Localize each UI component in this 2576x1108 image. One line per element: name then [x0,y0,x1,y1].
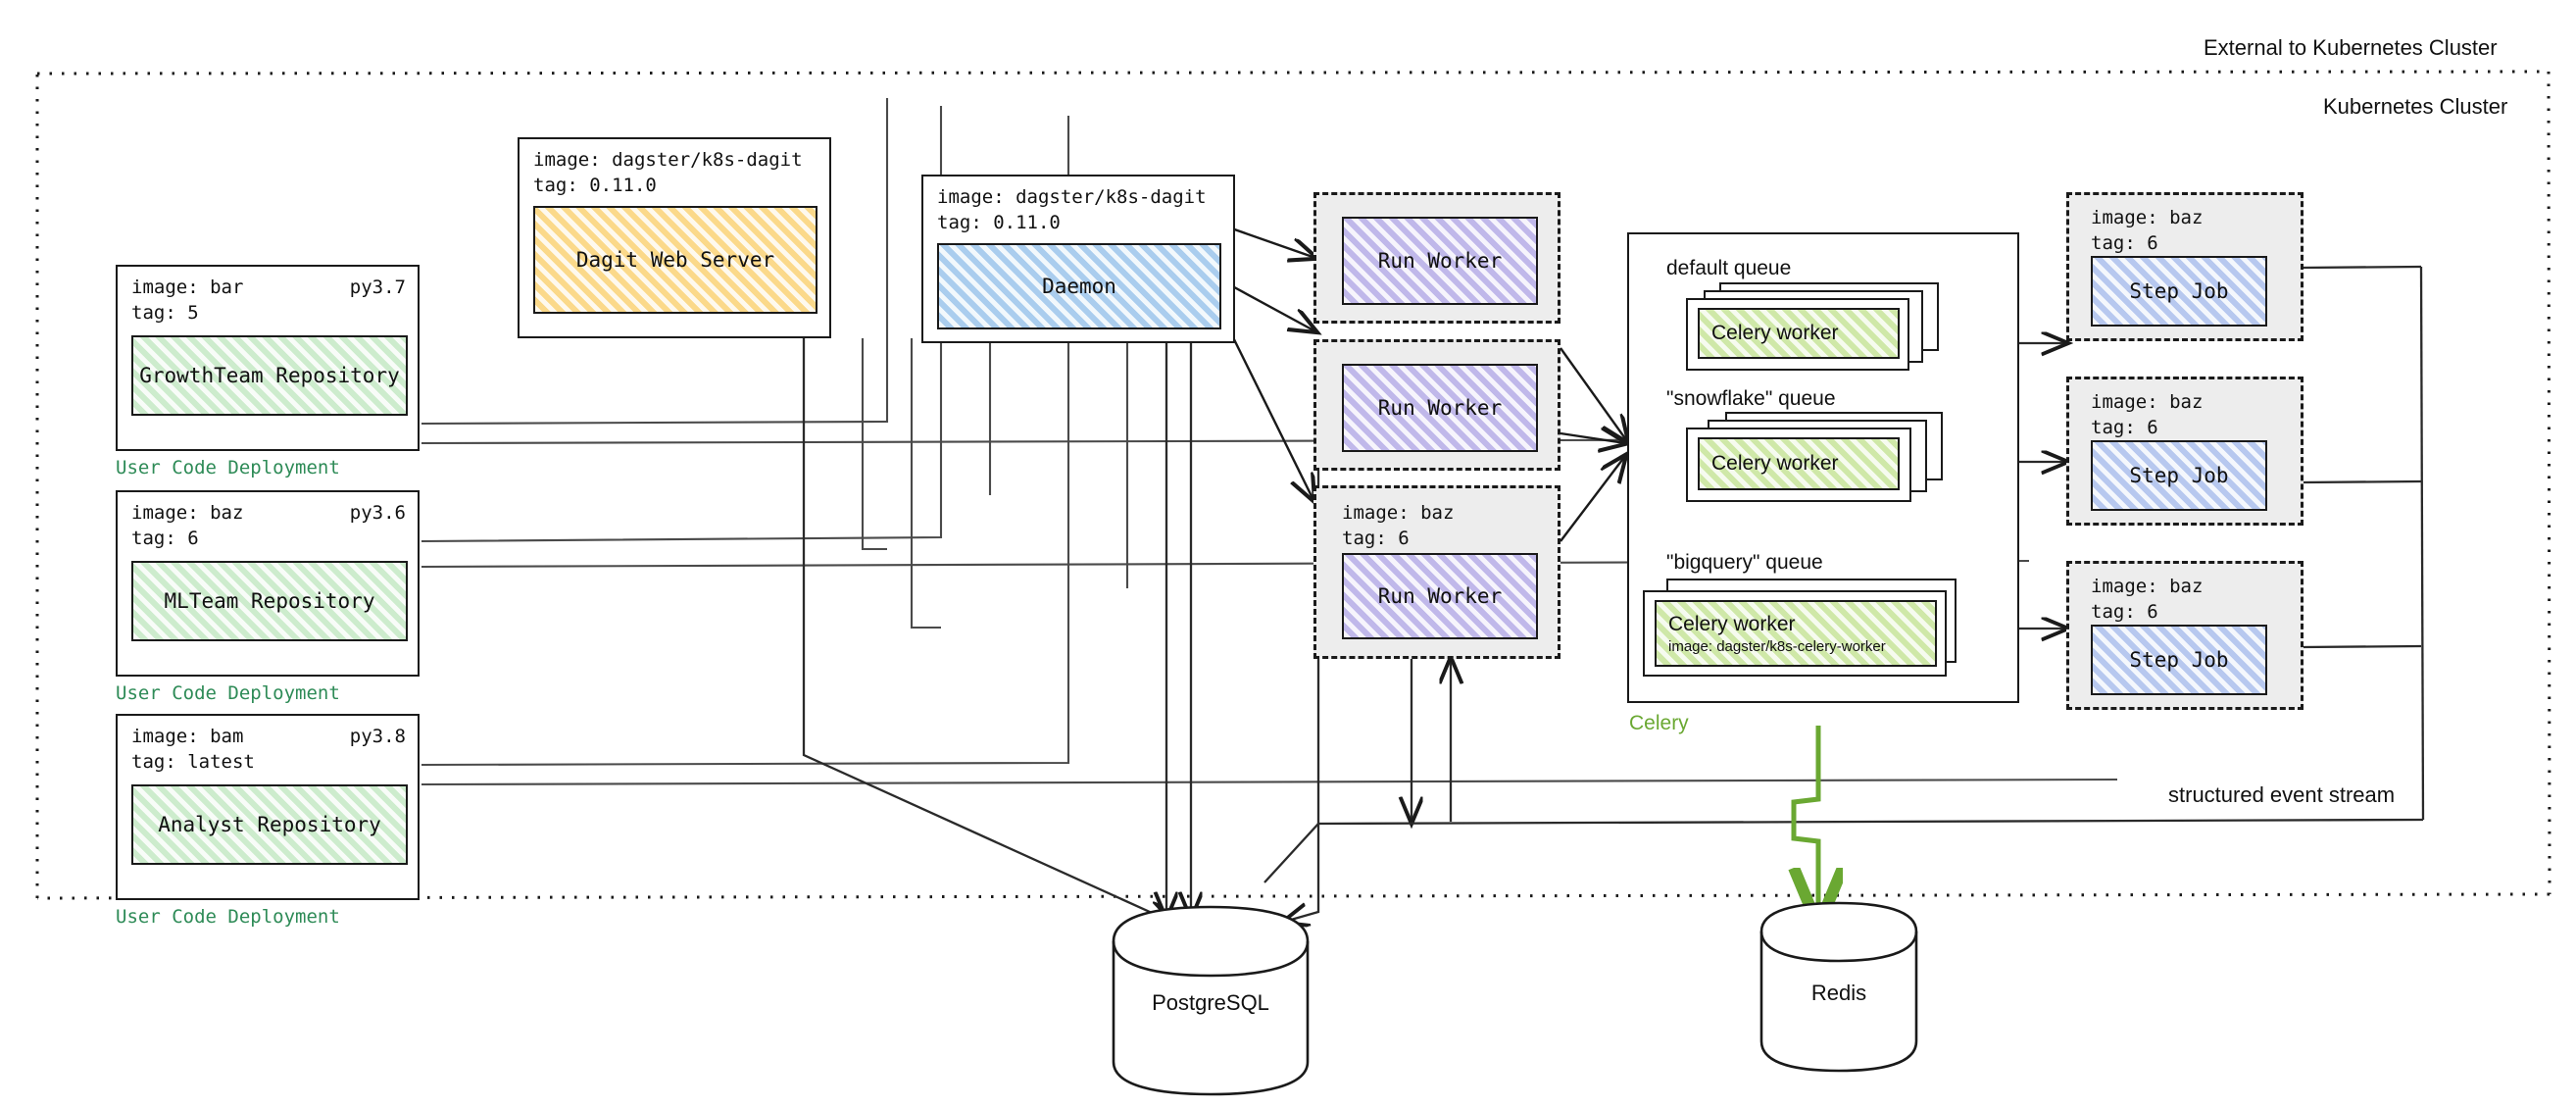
run-worker-to-celery-arrows [1560,347,1627,542]
user-code-deployment-pod-3[interactable]: image: bam tag: latest py3.8 Analyst Repos… [116,714,420,900]
pod-tag-3: tag: latest [131,751,255,774]
step-job-tag-3: tag: 6 [2091,601,2158,624]
daemon-meta: image: dagster/k8s-dagit tag: 0.11.0 [937,184,1221,235]
step-job-meta-1: image: baz tag: 6 [2091,205,2289,256]
queue-label-default: default queue [1666,257,1792,279]
user-code-deployment-caption-1: User Code Deployment [116,457,340,478]
user-code-deployment-caption-3: User Code Deployment [116,906,340,928]
pod-meta-2: image: baz tag: 6 py3.6 [131,500,406,551]
celery-worker-default[interactable]: Celery worker [1698,308,1900,359]
step-job-tag-1: tag: 6 [2091,232,2158,255]
pod-image-1: image: bar [131,277,244,298]
celery-worker-image-bigquery: image: dagster/k8s-celery-worker [1668,637,1886,655]
run-worker-group-2[interactable]: Run Worker [1313,339,1560,471]
run-worker-3[interactable]: Run Worker [1342,553,1538,639]
db-write-connectors [802,338,1320,922]
step-job-meta-3: image: baz tag: 6 [2091,574,2289,625]
celery-worker-label-snowflake: Celery worker [1711,452,1839,475]
structured-event-stream-label: structured event stream [2168,782,2396,807]
dagit-web-server-pod[interactable]: image: dagster/k8s-dagit tag: 0.11.0 Dagi… [518,100,849,338]
step-job-1[interactable]: Step Job [2091,256,2267,327]
step-job-meta-2: image: baz tag: 6 [2091,389,2289,440]
pod-image-3: image: bam [131,726,244,747]
step-job-image-1: image: baz [2091,207,2204,228]
user-code-deployment-pod-2[interactable]: image: baz tag: 6 py3.6 MLTeam Repository [116,490,420,677]
external-cluster-label: External to Kubernetes Cluster [2204,35,2498,60]
run-worker-1[interactable]: Run Worker [1342,217,1538,305]
repository-1[interactable]: GrowthTeam Repository [131,335,408,416]
pod-tag-2: tag: 6 [131,528,199,550]
step-job-3[interactable]: Step Job [2091,625,2267,695]
queue-label-bigquery: "bigquery" queue [1666,551,1823,574]
step-job-image-3: image: baz [2091,576,2204,597]
pod-python-version-3: py3.8 [349,726,406,747]
run-worker-2[interactable]: Run Worker [1342,364,1538,452]
run-worker-tag-3: tag: 6 [1342,528,1410,550]
user-code-deployment-pod-1[interactable]: image: bar tag: 5 py3.7 GrowthTeam Reposit… [116,265,420,451]
run-worker-meta-3: image: baz tag: 6 [1342,500,1546,551]
daemon-tag: tag: 0.11.0 [937,212,1061,234]
step-job-group-1[interactable]: image: baz tag: 6 Step Job [2066,192,2304,341]
dagit-web-server[interactable]: Dagit Web Server [533,206,817,314]
daemon-to-run-worker-arrows [1222,224,1315,500]
user-code-deployment-caption-2: User Code Deployment [116,682,340,704]
repository-2[interactable]: MLTeam Repository [131,561,408,641]
postgresql-label: PostgreSQL [1152,990,1269,1015]
celery-to-redis-arrow [1794,726,1818,922]
pod-meta-3: image: bam tag: latest py3.8 [131,724,406,775]
step-job-tag-2: tag: 6 [2091,417,2158,439]
daemon-pod[interactable]: image: dagster/k8s-dagit tag: 0.11.0 Daem… [921,175,1235,343]
celery-label: Celery [1629,712,1689,734]
pod-meta-1: image: bar tag: 5 py3.7 [131,275,406,326]
daemon-image: image: dagster/k8s-dagit [937,186,1207,208]
pod-python-version-2: py3.6 [349,502,406,524]
dagit-meta: image: dagster/k8s-dagit tag: 0.11.0 [533,147,817,198]
step-job-2[interactable]: Step Job [2091,440,2267,511]
queue-label-snowflake: "snowflake" queue [1666,387,1836,410]
repository-3[interactable]: Analyst Repository [131,784,408,865]
dagit-image: image: dagster/k8s-dagit [533,149,803,171]
step-job-group-2[interactable]: image: baz tag: 6 Step Job [2066,377,2304,526]
dagit-tag: tag: 0.11.0 [533,175,657,197]
celery-worker-label-default: Celery worker [1711,322,1839,344]
celery-worker-label-bigquery: Celery worker [1668,612,1796,635]
pod-image-2: image: baz [131,502,244,524]
redis-label: Redis [1810,981,1867,1005]
step-job-image-2: image: baz [2091,391,2204,413]
step-job-group-3[interactable]: image: baz tag: 6 Step Job [2066,561,2304,710]
celery-worker-stack-bigquery[interactable]: Celery worker image: dagster/k8s-celery-… [1643,579,1966,684]
celery-worker-snowflake[interactable]: Celery worker [1698,437,1900,490]
run-worker-group-3[interactable]: image: baz tag: 6 Run Worker [1313,485,1560,659]
kubernetes-cluster-label: Kubernetes Cluster [2323,94,2508,119]
pod-python-version-1: py3.7 [349,277,406,298]
celery-worker-stack-default[interactable]: Celery worker [1686,282,1941,377]
run-worker-db-arrows [1412,659,1451,822]
run-worker-image-3: image: baz [1342,502,1455,524]
celery-worker-bigquery[interactable]: Celery worker image: dagster/k8s-celery-… [1655,600,1937,667]
pod-tag-1: tag: 5 [131,302,199,325]
run-worker-group-1[interactable]: Run Worker [1313,192,1560,324]
daemon[interactable]: Daemon [937,243,1221,329]
celery-worker-stack-snowflake[interactable]: Celery worker [1686,412,1943,506]
